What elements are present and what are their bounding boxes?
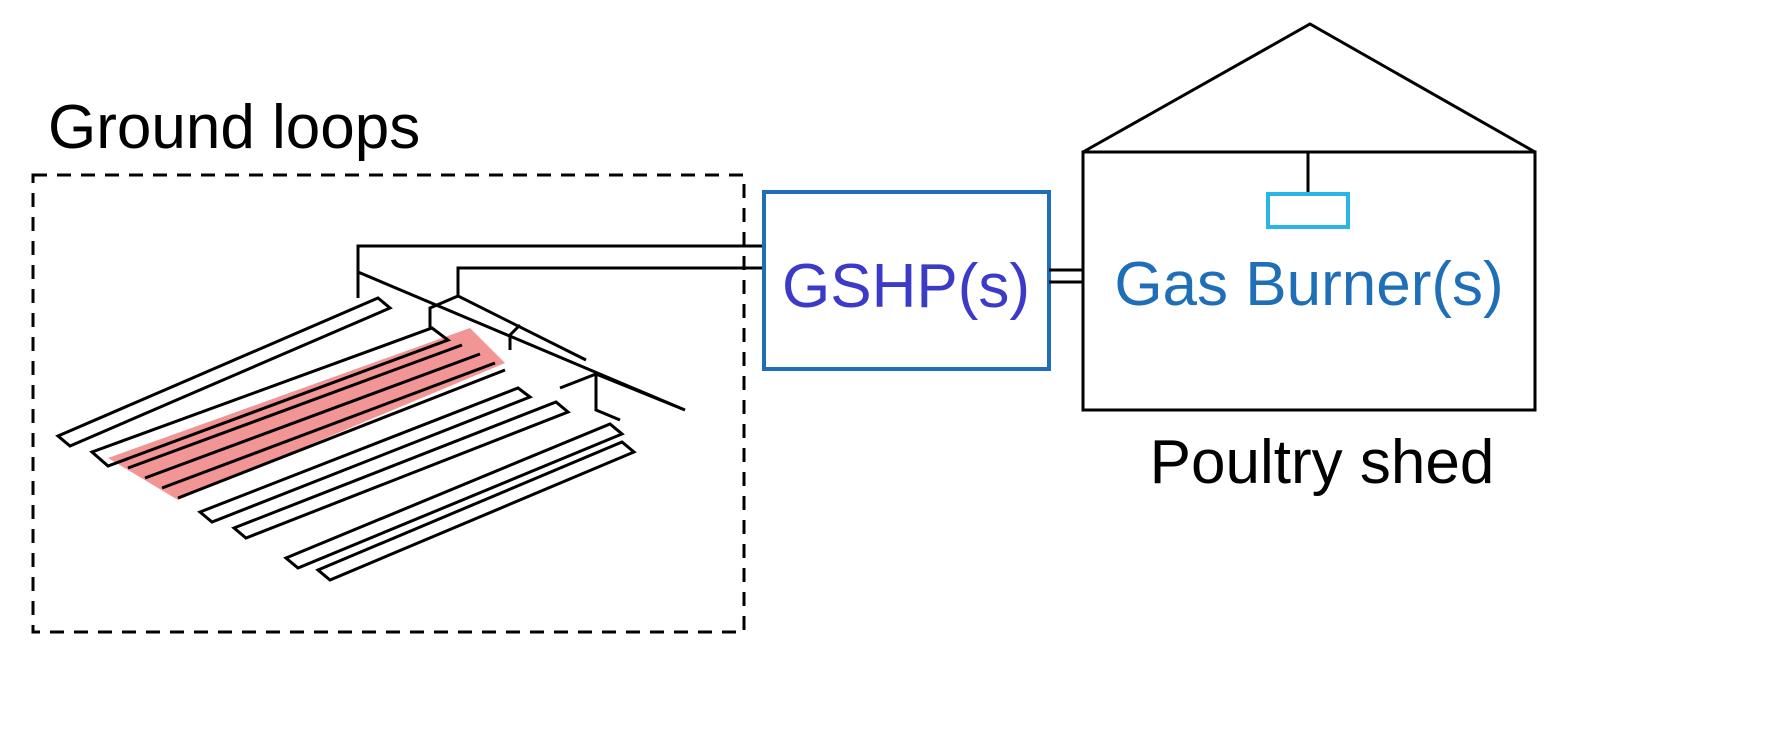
gshp-label: GSHP(s) bbox=[782, 252, 1030, 321]
ground-loop-3 bbox=[197, 386, 534, 524]
ground-loop-2-pipe-b bbox=[144, 352, 481, 480]
ground-loop-5 bbox=[283, 422, 625, 570]
ground-loops-label: Ground loops bbox=[48, 93, 420, 162]
gas-burner-label: Gas Burner(s) bbox=[1114, 250, 1503, 319]
poultry-shed-label: Poultry shed bbox=[1150, 428, 1495, 497]
highlighted-loop-band bbox=[108, 328, 505, 500]
shed-roof bbox=[1082, 22, 1536, 154]
ground-loop-2-pipe-c bbox=[161, 361, 496, 490]
ground-loops-boundary bbox=[31, 173, 746, 634]
gshp-shed-connection bbox=[1049, 268, 1083, 284]
ground-loop-2-pipe-d bbox=[177, 368, 506, 500]
ground-loop-2-pipe-a bbox=[127, 343, 463, 470]
poultry-shed-building bbox=[1081, 22, 1537, 412]
manifold-pipes bbox=[356, 244, 762, 422]
gas-burner-icon bbox=[1266, 192, 1350, 229]
ground-loop-field bbox=[55, 296, 637, 582]
ground-loop-1 bbox=[55, 296, 393, 448]
ground-loop-4 bbox=[231, 400, 571, 540]
ground-loop-2 bbox=[89, 326, 452, 468]
ground-loop-6 bbox=[315, 440, 637, 582]
